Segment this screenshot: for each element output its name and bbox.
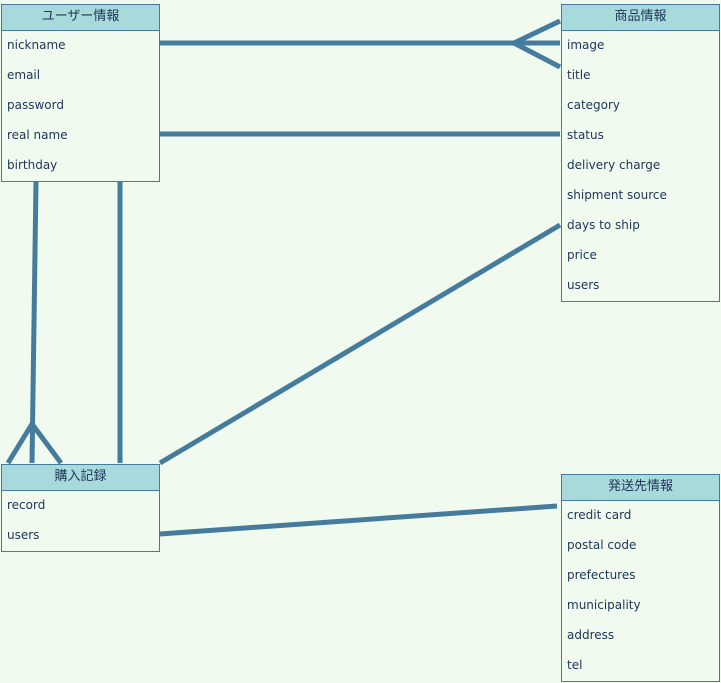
item-attr-shipment-source: shipment source [567, 188, 667, 202]
user-attr-birthday: birthday [7, 158, 58, 172]
item-attr-title: title [567, 68, 591, 82]
item-info-entity: 商品情報 image title category status deliver… [561, 4, 720, 302]
item-attr-days-to-ship: days to ship [567, 218, 640, 232]
crows-foot-item-upper [512, 18, 562, 46]
shipping-attr-tel: tel [567, 658, 583, 672]
purchase-attr-record: record [7, 498, 46, 512]
purchase-record-title: 購入記録 [2, 465, 159, 491]
shipping-attr-municipality: municipality [567, 598, 641, 612]
user-attr-email: email [7, 68, 41, 82]
item-attr-image: image [567, 38, 605, 52]
user-attr-real-name: real name [7, 128, 68, 142]
item-attr-price: price [567, 248, 597, 262]
shipping-attr-address: address [567, 628, 615, 642]
user-purchase-relation-line [29, 181, 39, 464]
item-attr-delivery-charge: delivery charge [567, 158, 661, 172]
shipping-attr-prefectures: prefectures [567, 568, 636, 582]
user-info-entity: ユーザー情報 nickname email password real name… [1, 4, 160, 182]
crows-foot-item-lower [512, 40, 562, 70]
purchase-attr-users: users [7, 528, 40, 542]
purchase-shipping-relation-line [159, 503, 558, 537]
shipping-attr-postal-code: postal code [567, 538, 637, 552]
user-info-title: ユーザー情報 [2, 5, 159, 31]
item-info-title: 商品情報 [562, 5, 719, 31]
purchase-item-relation-line [158, 222, 562, 466]
purchase-record-entity: 購入記録 record users [1, 464, 160, 552]
shipping-info-title: 発送先情報 [562, 475, 719, 501]
shipping-attr-credit-card: credit card [567, 508, 632, 522]
user-attr-password: password [7, 98, 64, 112]
crows-foot-purchase-left [5, 422, 35, 465]
item-attr-category: category [567, 98, 621, 112]
item-attr-status: status [567, 128, 604, 142]
item-attr-users: users [567, 278, 600, 292]
crows-foot-purchase-right [29, 422, 64, 465]
user-attr-nickname: nickname [7, 38, 66, 52]
shipping-info-entity: 発送先情報 credit card postal code prefecture… [561, 474, 720, 682]
